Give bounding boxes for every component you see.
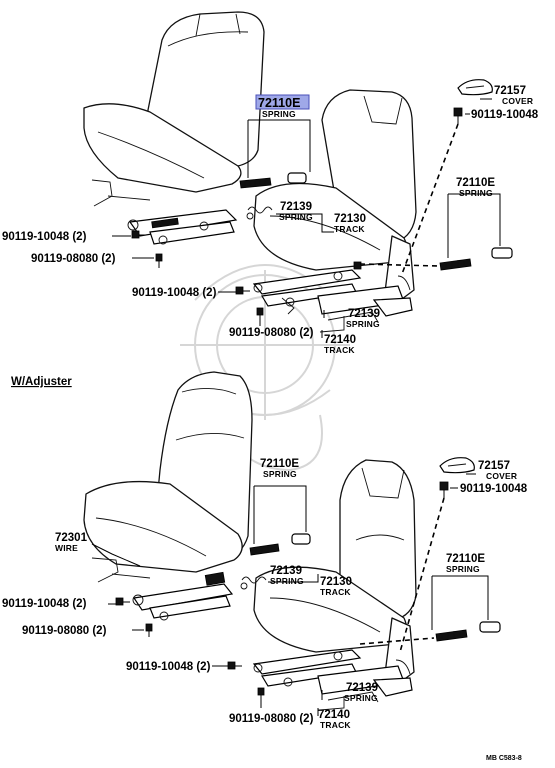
top-spring-selected-name: SPRING [262,109,296,119]
top-spring-72139-part[interactable]: 72139 [280,201,312,213]
top-track-72130-name: TRACK [334,224,365,234]
bottom-spring-right-name: SPRING [446,564,480,574]
bottom-spring-lower-name: SPRING [344,693,378,703]
bottom-track-72140-name: TRACK [320,720,351,730]
bottom-spring-lower-part[interactable]: 72139 [346,682,378,694]
bottom-cover-bolt-part[interactable]: 90119-10048 [460,483,528,495]
bottom-track-72130-name: TRACK [320,587,351,597]
bottom-lower-bracket [317,665,413,711]
bottom-bolt-left-b[interactable]: 90119-08080 (2) [22,625,107,637]
top-spring-72139-name: SPRING [279,212,313,222]
top-small-spring [246,206,273,220]
top-spring-right [439,247,513,271]
bottom-spring-center-part[interactable]: 72110E [260,458,299,470]
top-foreground-seat [253,89,417,303]
bottom-bolt-left-a[interactable]: 90119-10048 (2) [2,598,87,610]
bottom-spring-72139-part[interactable]: 72139 [270,565,302,577]
top-cover-bolt-part[interactable]: 90119-10048 [471,109,539,121]
bottom-spring-right-part[interactable]: 72110E [446,553,485,565]
top-cover-name: COVER [502,96,533,106]
top-track-72130-part[interactable]: 72130 [334,213,366,225]
top-spring-right-part[interactable]: 72110E [456,177,495,189]
top-spring-right-name: SPRING [459,188,493,198]
footer-code: MB C583-8 [486,755,522,762]
top-bolt-left-a[interactable]: 90119-10048 (2) [2,231,87,243]
top-bolt-left-b[interactable]: 90119-08080 (2) [31,253,116,265]
bottom-bolts [115,481,449,702]
bottom-bolt-mid-b[interactable]: 90119-08080 (2) [229,713,314,725]
bottom-callouts: 72110E SPRING 72157 COVER 90119-10048 72… [2,458,528,730]
top-left-track [127,209,238,245]
top-callouts: 72110E SPRING 72157 COVER 90119-10048 72… [2,85,539,355]
top-spring-lower-name: SPRING [346,319,380,329]
top-middle-track [252,269,362,315]
top-cover-part-number[interactable]: 72157 [494,85,526,97]
top-track-72140-part[interactable]: 72140 [324,334,356,346]
bottom-spring-72139-name: SPRING [270,576,304,586]
top-spring-selected-part[interactable]: 72110E [258,96,300,110]
bottom-leaders [91,473,489,716]
top-bolts [131,107,463,322]
top-bolt-mid-a[interactable]: 90119-10048 (2) [132,287,217,299]
top-track-72140-name: TRACK [324,345,355,355]
bottom-cover-name: COVER [486,471,517,481]
bottom-spring-right [435,621,501,642]
bottom-small-spring [240,576,267,590]
bottom-background-seat [83,371,253,583]
bottom-bolt-mid-a[interactable]: 90119-10048 (2) [126,661,211,673]
top-cover-part [457,79,493,96]
top-lower-bracket [317,285,413,333]
top-leaders [112,98,501,338]
bottom-cover-part-number[interactable]: 72157 [478,460,510,472]
bottom-track-72140-part[interactable]: 72140 [318,709,350,721]
top-spring-left [239,172,307,189]
section-heading-w-adjuster: W/Adjuster [11,376,72,388]
top-spring-lower-part[interactable]: 72139 [348,308,380,320]
bottom-wire-part[interactable]: 72301 [55,532,88,544]
selected-part-highlight [255,94,310,110]
top-bolt-mid-b[interactable]: 90119-08080 (2) [229,327,314,339]
bottom-left-track [132,571,234,621]
bottom-spring-center [249,533,311,556]
top-background-seat [83,11,265,207]
bottom-spring-center-name: SPRING [263,469,297,479]
bottom-wire-name: WIRE [55,543,78,553]
bottom-cover-part [439,457,475,474]
bottom-track-72130-part[interactable]: 72130 [320,576,352,588]
